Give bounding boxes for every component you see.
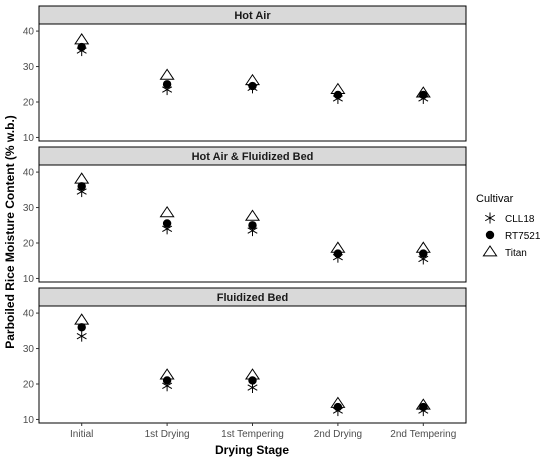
data-point <box>159 205 175 218</box>
y-tick-label: 40 <box>23 27 35 38</box>
x-tick-label: 2nd Drying <box>314 429 362 440</box>
data-point <box>248 376 257 385</box>
data-point <box>244 368 261 380</box>
data-point <box>159 368 175 380</box>
facet-strip-title: Fluidized Bed <box>217 292 289 304</box>
data-point <box>333 249 343 258</box>
data-point <box>248 221 257 230</box>
y-tick-label: 30 <box>23 62 35 73</box>
y-tick-label: 30 <box>23 203 35 214</box>
y-tick-label: 20 <box>23 380 35 391</box>
facet-strip-title: Hot Air & Fluidized Bed <box>192 151 314 163</box>
data-point <box>333 90 343 100</box>
data-point <box>159 68 175 80</box>
y-tick-label: 40 <box>23 309 35 320</box>
plot-area <box>38 305 467 424</box>
y-tick-label: 10 <box>23 415 35 426</box>
y-tick-label: 20 <box>23 239 35 250</box>
data-point <box>419 249 428 258</box>
legend-key <box>484 212 496 224</box>
data-point <box>74 172 90 184</box>
data-point <box>74 313 90 325</box>
facet-panel: Hot Air & Fluidized Bed 10 20 30 40 <box>23 146 467 285</box>
data-point <box>162 376 172 385</box>
legend-label: CLL18 <box>505 214 535 225</box>
facet-panel: Hot Air 10 20 30 40 <box>23 5 467 144</box>
data-point <box>74 33 90 45</box>
data-point <box>244 73 261 86</box>
data-point <box>77 42 86 52</box>
data-point <box>162 219 172 228</box>
x-tick-label: 1st Drying <box>145 429 190 440</box>
y-tick-label: 30 <box>23 344 35 355</box>
x-tick-label: 1st Tempering <box>221 429 284 440</box>
data-point <box>244 209 261 221</box>
data-point <box>162 80 172 89</box>
x-tick-label: 2nd Tempering <box>390 429 456 440</box>
y-tick-label: 10 <box>23 274 35 285</box>
data-point <box>248 81 257 91</box>
facet-strip-title: Hot Air <box>234 10 271 22</box>
data-point <box>77 182 86 191</box>
y-tick-label: 10 <box>23 133 35 144</box>
data-point <box>415 398 431 410</box>
legend-title: Cultivar <box>476 193 514 205</box>
data-point <box>415 86 431 98</box>
y-tick-label: 40 <box>23 168 35 179</box>
x-axis-title: Drying Stage <box>215 443 289 457</box>
data-point <box>415 241 431 253</box>
data-point <box>77 323 86 332</box>
legend-key <box>485 230 495 240</box>
data-point <box>76 330 87 342</box>
data-point <box>330 396 346 408</box>
legend-label: RT7521 <box>505 231 541 242</box>
y-axis-title: Parboiled Rice Moisture Content (% w.b.) <box>3 115 17 349</box>
x-tick-label: Initial <box>70 429 93 440</box>
legend-key <box>482 245 498 257</box>
y-tick-label: 20 <box>23 98 35 109</box>
legend-label: Titan <box>505 248 527 259</box>
data-point <box>330 82 346 94</box>
data-point <box>330 241 346 253</box>
